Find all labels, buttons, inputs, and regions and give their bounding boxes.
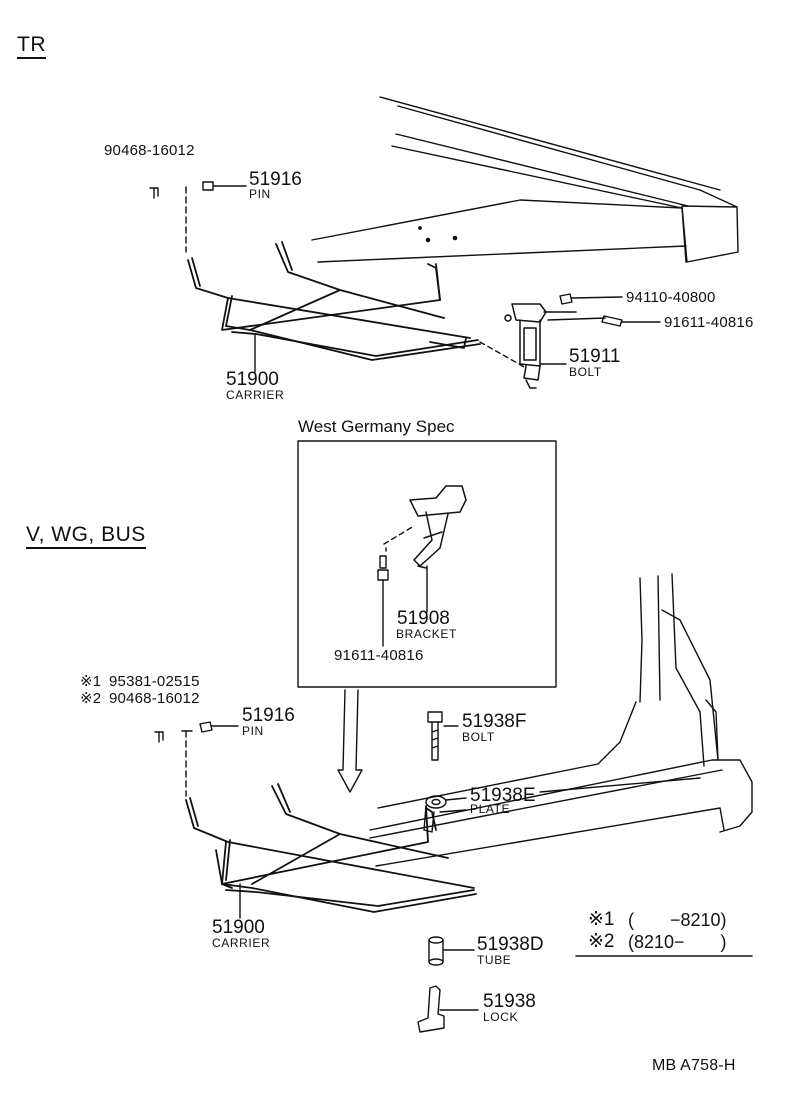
- legend-range2: (8210− ): [628, 932, 727, 952]
- label-bottom-pin-name: PIN: [242, 724, 264, 738]
- top-nut-94110: [560, 294, 622, 304]
- bottom-carrier-51900: [186, 784, 476, 912]
- label-lock-number: 51938: [483, 991, 536, 1012]
- bottom-bolt-51938F: [428, 712, 458, 760]
- top-bolt-91611: [602, 316, 660, 326]
- top-clip-pin: [150, 182, 246, 252]
- section-heading-tr: TR: [17, 34, 46, 59]
- label-bracket-name: BRACKET: [396, 627, 457, 641]
- top-dashed-link: [480, 342, 526, 368]
- label-carrier-name: CARRIER: [226, 388, 285, 402]
- label-tube-name: TUBE: [477, 953, 512, 967]
- bottom-vehicle-body: [370, 574, 752, 866]
- legend-range1: ( −8210): [628, 910, 727, 930]
- label-bottom-carrier-name: CARRIER: [212, 936, 271, 950]
- label-bolt-name: BOLT: [569, 365, 602, 379]
- legend-mark2: ※2: [588, 931, 615, 952]
- top-bracket-assembly: [505, 304, 605, 388]
- label-mark2-part: 90468-16012: [109, 690, 200, 707]
- inset-pointer-arrow: [338, 690, 362, 792]
- label-bottom-pin-number: 51916: [242, 705, 295, 726]
- inset-bracket-51908: [410, 486, 466, 568]
- label-mark1: ※1: [80, 673, 102, 690]
- inset-bolt-91611: [378, 526, 427, 646]
- top-frame-rail: [312, 97, 738, 262]
- label-mark1-part: 95381-02515: [109, 673, 200, 690]
- bottom-tube-51938D: [429, 937, 474, 965]
- legend-mark1: ※1: [588, 909, 615, 930]
- label-mark2: ※2: [80, 690, 102, 707]
- label-plate-number: 51938E: [470, 785, 536, 806]
- label-bottom-carrier-number: 51900: [212, 917, 265, 938]
- inset-frame: [298, 441, 556, 687]
- label-pin-number: 51916: [249, 169, 302, 190]
- label-inset-bolt-part: 91611-40816: [334, 647, 424, 664]
- bottom-clip-pin: [155, 722, 238, 796]
- section-heading-v-wg-bus: V, WG, BUS: [26, 524, 146, 549]
- label-bolt-number: 51911: [569, 346, 621, 367]
- label-carrier-number: 51900: [226, 369, 279, 390]
- top-carrier-51900: [188, 242, 480, 360]
- label-bottom-bolt-number: 51938F: [462, 711, 527, 732]
- bottom-lock-51938: [418, 986, 478, 1032]
- label-pin-name: PIN: [249, 187, 271, 201]
- footer-illustration-code: MB A758-H: [652, 1057, 736, 1074]
- label-plate-name: PLATE: [470, 802, 511, 816]
- label-bottom-bolt-name: BOLT: [462, 730, 495, 744]
- label-nut-part: 94110-40800: [626, 289, 716, 306]
- label-bolt-hw-part: 91611-40816: [664, 314, 754, 331]
- label-lock-name: LOCK: [483, 1010, 519, 1024]
- bottom-plate-51938E: [424, 778, 700, 832]
- label-tube-number: 51938D: [477, 934, 544, 955]
- label-bracket-number: 51908: [397, 608, 450, 629]
- inset-title: West Germany Spec: [298, 417, 455, 436]
- label-clip-part: 90468-16012: [104, 142, 195, 159]
